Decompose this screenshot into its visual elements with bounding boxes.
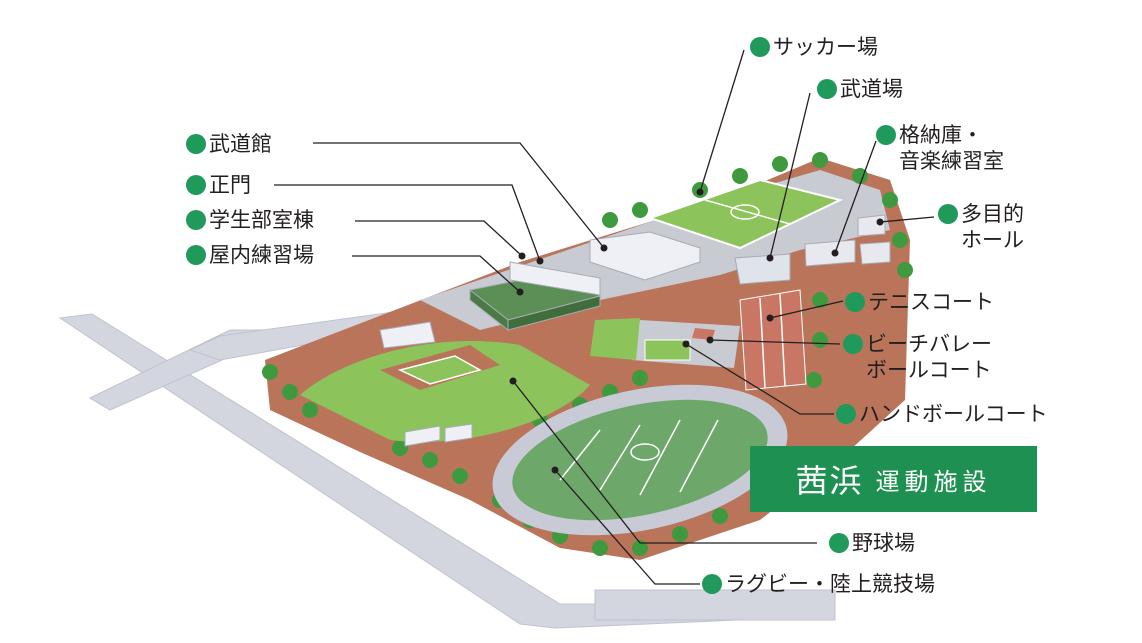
label-storage-music-room[interactable]: 格納庫・ 音楽練習室 — [876, 122, 1004, 174]
bullet-icon — [938, 204, 958, 224]
bullet-icon — [702, 574, 722, 594]
label-text: ハンドボールコート — [859, 402, 1048, 426]
label-text: 武道館 — [209, 132, 272, 156]
label-text: 正門 — [209, 173, 251, 197]
soccer-field — [646, 178, 843, 250]
label-budokan[interactable]: 武道館 — [186, 131, 272, 157]
label-text-line1: 多目的 — [961, 202, 1024, 226]
label-tennis-court[interactable]: テニスコート — [845, 289, 994, 315]
leader-dots — [509, 188, 884, 474]
bullet-icon — [836, 404, 856, 424]
bullet-icon — [843, 334, 863, 354]
leader-lines — [274, 49, 935, 585]
bullet-icon — [876, 125, 896, 145]
label-text: テニスコート — [868, 290, 994, 314]
bullet-icon — [186, 210, 206, 230]
label-main-gate[interactable]: 正門 — [186, 172, 251, 198]
label-text: サッカー場 — [773, 35, 878, 59]
buildings — [379, 214, 891, 447]
label-multipurpose-hall[interactable]: 多目的 ホール — [938, 201, 1024, 253]
bullet-icon — [186, 245, 206, 265]
label-text: 屋内練習場 — [209, 243, 314, 267]
label-soccer-field[interactable]: サッカー場 — [750, 34, 878, 60]
label-rugby-athletics[interactable]: ラグビー・陸上競技場 — [702, 571, 935, 597]
label-baseball-field[interactable]: 野球場 — [829, 530, 915, 556]
bullet-icon — [829, 533, 849, 553]
label-text-line2: ホール — [961, 228, 1024, 252]
label-text-line1: 格納庫・ — [899, 123, 983, 147]
label-text-line2: ボールコート — [866, 358, 992, 382]
athletics-track — [492, 384, 788, 536]
title-sub: 運動施設 — [875, 467, 992, 496]
label-indoor-practice[interactable]: 屋内練習場 — [186, 242, 314, 268]
facility-title: 茜浜 運動施設 — [750, 446, 1037, 512]
label-text-line1: ビーチバレー — [866, 332, 992, 356]
label-text: 武道場 — [840, 77, 903, 101]
title-main: 茜浜 — [795, 462, 864, 500]
label-text: 学生部室棟 — [209, 208, 314, 232]
bullet-icon — [186, 134, 206, 154]
label-club-building[interactable]: 学生部室棟 — [186, 207, 314, 233]
bullet-icon — [750, 37, 770, 57]
bullet-icon — [845, 292, 865, 312]
label-text: ラグビー・陸上競技場 — [725, 572, 935, 596]
label-handball-court[interactable]: ハンドボールコート — [836, 401, 1048, 427]
label-text-line2: 音楽練習室 — [899, 149, 1004, 173]
label-budojo[interactable]: 武道場 — [817, 76, 903, 102]
label-text: 野球場 — [852, 531, 915, 555]
tennis-courts — [739, 289, 807, 391]
label-beach-volleyball[interactable]: ビーチバレー ボールコート — [843, 331, 992, 383]
bullet-icon — [186, 175, 206, 195]
baseball-field — [300, 341, 590, 442]
bullet-icon — [817, 79, 837, 99]
